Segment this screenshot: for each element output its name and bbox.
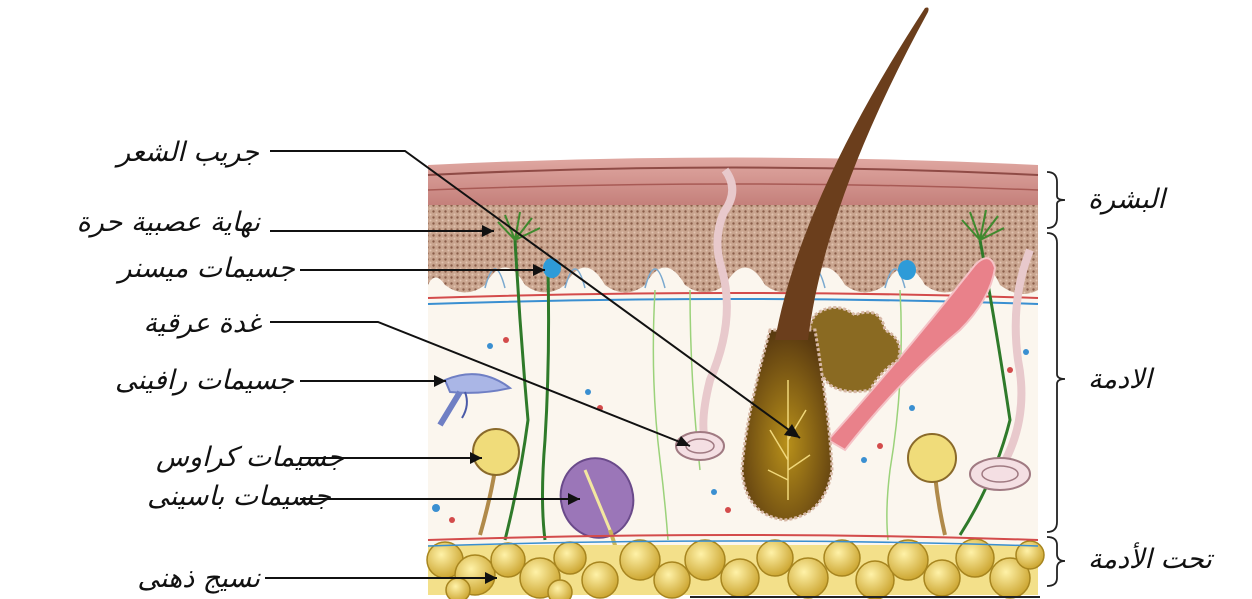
label-ruffini: جسيمات رافينى: [115, 367, 294, 394]
label-hypodermis: تحت الأدمة: [1088, 546, 1212, 573]
label-meissner: جسيمات ميسنر: [118, 255, 295, 282]
label-free-nerve-ending: نهاية عصبية حرة: [77, 209, 260, 236]
label-krause: جسيمات كراوس: [156, 444, 344, 471]
label-dermis: الادمة: [1088, 366, 1152, 393]
label-sweat-gland: غدة عرقية: [143, 310, 261, 337]
layer-brackets: [1047, 172, 1065, 586]
label-fat-tissue: نسيج ذهنى: [137, 565, 260, 592]
fat-tissue: [427, 539, 1044, 599]
label-epidermis: البشرة: [1088, 186, 1165, 213]
label-pacinian: جسيمات باسينى: [147, 483, 331, 510]
label-hair-follicle: جريب الشعر: [117, 139, 259, 166]
